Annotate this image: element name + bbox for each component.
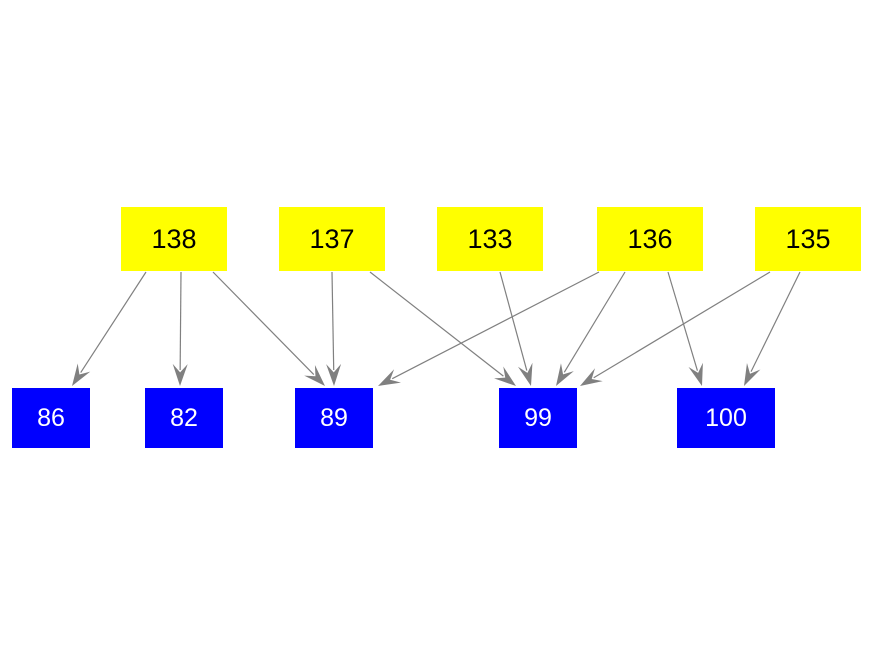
arrowhead xyxy=(744,362,761,386)
arrowhead xyxy=(494,366,516,386)
edge-138-to-89 xyxy=(212,271,325,386)
arrowhead xyxy=(580,368,603,386)
edge-line xyxy=(80,271,147,373)
node-label: 138 xyxy=(151,223,197,254)
node-label: 82 xyxy=(170,403,198,432)
edge-line xyxy=(369,271,504,377)
node-label: 137 xyxy=(309,223,355,254)
node-99[interactable]: 99 xyxy=(499,388,577,448)
node-82[interactable]: 82 xyxy=(145,388,223,448)
edge-133-to-99 xyxy=(499,271,533,386)
edge-line xyxy=(212,271,315,376)
edge-line xyxy=(331,271,335,371)
arrowhead xyxy=(304,365,325,386)
node-label: 86 xyxy=(37,403,65,432)
node-label: 135 xyxy=(785,223,831,254)
edge-137-to-89 xyxy=(326,271,342,386)
edge-line xyxy=(593,271,771,379)
arrowhead xyxy=(517,362,533,386)
node-89[interactable]: 89 xyxy=(295,388,373,448)
node-86[interactable]: 86 xyxy=(12,388,90,448)
edge-138-to-86 xyxy=(72,271,147,386)
edge-line xyxy=(179,271,182,371)
arrowhead xyxy=(72,363,91,386)
node-label: 136 xyxy=(627,223,673,254)
arrowhead xyxy=(688,362,703,386)
edge-136-to-100 xyxy=(667,271,703,386)
node-136[interactable]: 136 xyxy=(597,207,703,271)
edge-138-to-82 xyxy=(172,271,188,386)
arrowhead xyxy=(172,363,188,386)
edge-136-to-99 xyxy=(556,271,626,386)
edge-line xyxy=(667,271,699,371)
node-138[interactable]: 138 xyxy=(121,207,227,271)
edge-136-to-89 xyxy=(378,271,600,386)
edge-135-to-100 xyxy=(744,271,801,386)
edge-137-to-99 xyxy=(369,271,516,386)
node-label: 133 xyxy=(467,223,513,254)
edge-135-to-99 xyxy=(580,271,771,386)
arrowhead xyxy=(326,363,342,386)
edge-line xyxy=(563,271,626,373)
node-137[interactable]: 137 xyxy=(279,207,385,271)
edge-line xyxy=(750,271,801,372)
edge-line xyxy=(391,271,600,380)
node-label: 89 xyxy=(320,403,348,432)
node-135[interactable]: 135 xyxy=(755,207,861,271)
node-133[interactable]: 133 xyxy=(437,207,543,271)
arrowhead xyxy=(378,369,401,386)
node-label: 100 xyxy=(705,403,747,432)
arrowhead xyxy=(556,363,574,386)
edge-line xyxy=(499,271,528,371)
node-label: 99 xyxy=(524,403,552,432)
node-100[interactable]: 100 xyxy=(677,388,775,448)
